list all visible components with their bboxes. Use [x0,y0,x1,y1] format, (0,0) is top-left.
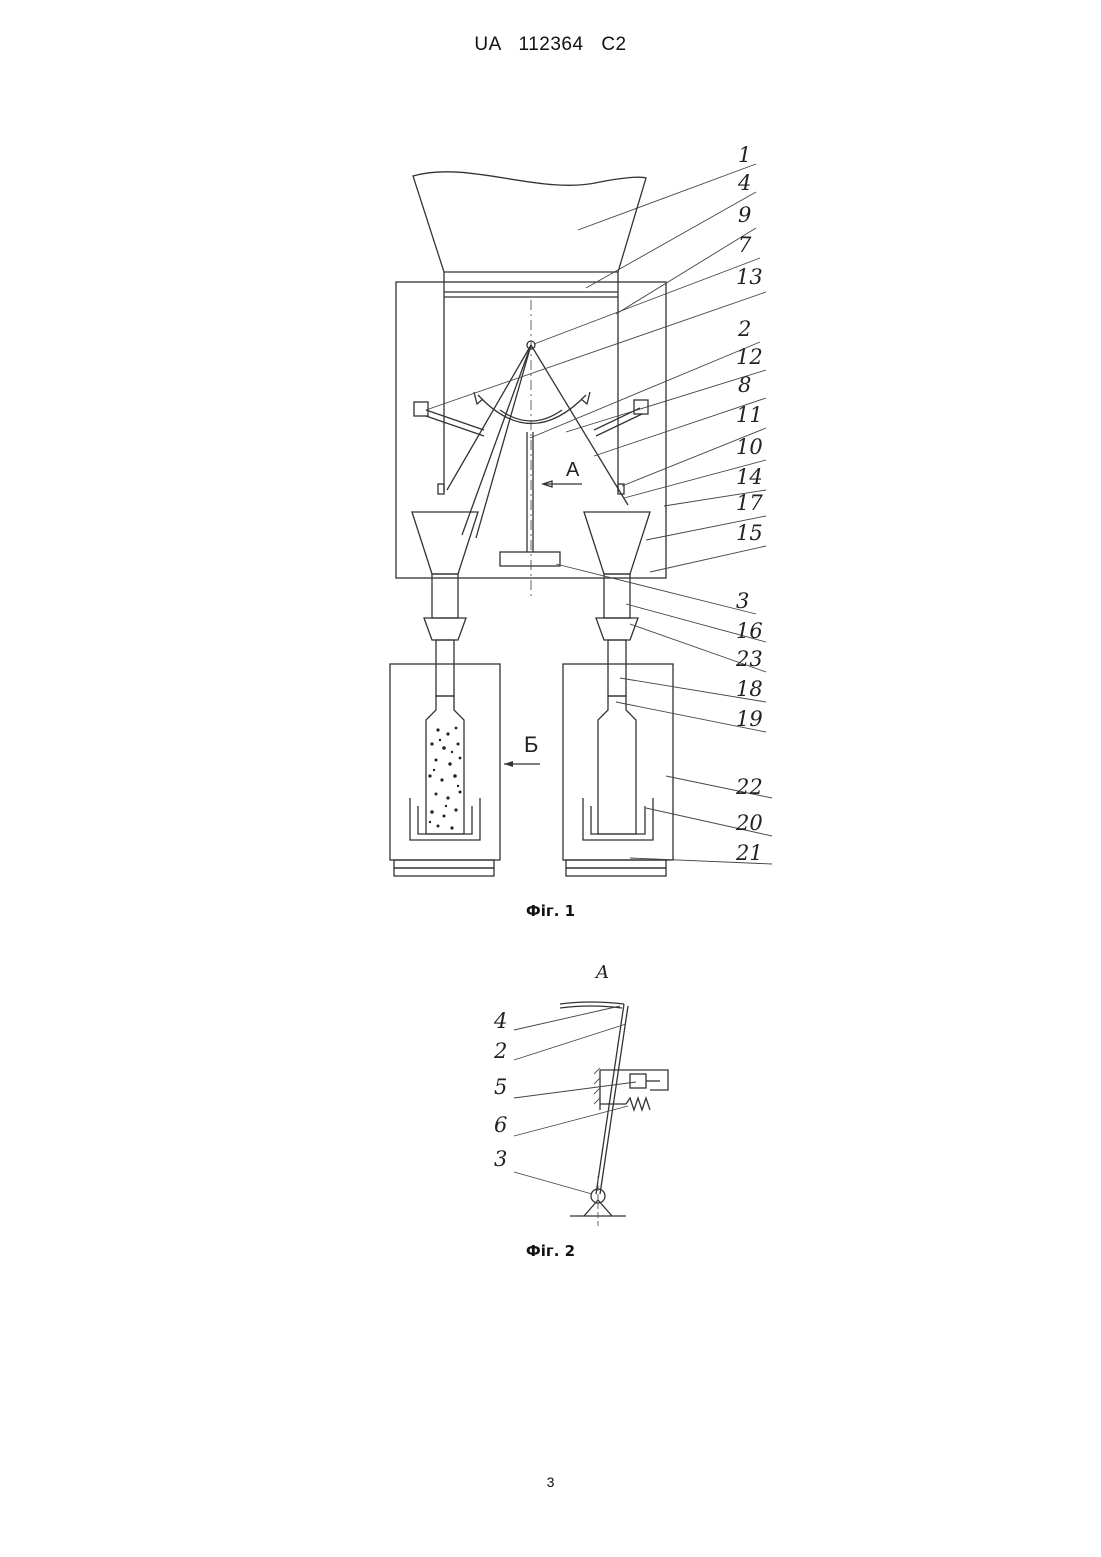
callout-7: 7 [738,233,752,257]
figure-2-callouts: 4 2 5 6 3 [493,1009,507,1171]
fig2-callout-6: 6 [494,1113,507,1137]
platform-left [394,860,494,868]
fig2-callout-3: 3 [494,1147,507,1171]
callout-11: 11 [736,403,763,427]
flap-left-outer [462,345,531,535]
cone-right [596,618,638,640]
arm-left [426,410,484,430]
wall-hatching [594,1068,600,1104]
latch [630,1074,646,1088]
funnel-left [412,512,478,574]
callout-3: 3 [736,589,749,613]
callout-19: 19 [736,707,763,731]
figure-2-caption: Фіг. 2 [0,1242,1101,1260]
arm-left-edge [426,416,484,436]
callout-14: 14 [736,465,763,489]
view-arrow-b-head [504,761,513,767]
hopper [413,172,646,272]
figure-2-view-title: A [594,962,609,983]
platform-right-base [566,868,666,876]
pipe-right [604,574,630,618]
callout-12: 12 [736,345,763,369]
stop-left [438,484,444,494]
bracket [600,1070,668,1090]
callout-9: 9 [738,203,751,227]
flap-left-inner [476,345,531,538]
cabinet-right [563,664,673,860]
callout-2: 2 [737,317,751,341]
fig2-callout-2: 2 [493,1039,507,1063]
callout-17: 17 [736,491,763,515]
flap-left [447,345,531,490]
granules [428,727,461,830]
figure-1-drawing: A [390,143,772,876]
arm-right-edge [596,414,642,436]
callout-4: 4 [737,171,751,195]
plate [560,1002,624,1004]
fig2-callout-4: 4 [493,1009,507,1033]
funnel-right [584,512,650,574]
figure-1-callouts: 1 4 9 7 13 2 12 8 11 10 14 17 15 3 16 23… [735,143,763,865]
lever-edge [600,1006,628,1194]
cabinet-left [390,664,500,860]
bottle-empty [598,696,636,834]
callout-15: 15 [736,521,763,545]
callout-21: 21 [735,841,763,865]
flap-right [531,345,628,505]
callout-18: 18 [736,677,763,701]
callout-16: 16 [736,619,763,643]
fig2-callout-5: 5 [494,1075,507,1099]
rod-base [500,552,560,566]
view-label-a: A [566,459,580,481]
cone-left [424,618,466,640]
nozzle-left [436,640,454,696]
platform-left-base [394,868,494,876]
page-number: 3 [0,1474,1101,1490]
pipe-left [432,574,458,618]
figure-2-leaders [514,1006,636,1194]
callout-22: 22 [735,775,763,799]
weight-left [414,402,428,416]
holder-right-inner [591,806,645,834]
figure-1-caption: Фіг. 1 [0,902,1101,920]
callout-10: 10 [736,435,763,459]
callout-20: 20 [735,811,763,835]
figure-2-drawing: A [493,962,668,1226]
nozzle-right [608,640,626,696]
swing-arc-outer [478,395,586,424]
callout-23: 23 [735,647,763,671]
callout-8: 8 [738,373,751,397]
view-label-b: Б [524,732,538,757]
callout-13: 13 [736,265,763,289]
platform-right [566,860,666,868]
callout-1: 1 [738,143,751,167]
spring [626,1098,650,1110]
